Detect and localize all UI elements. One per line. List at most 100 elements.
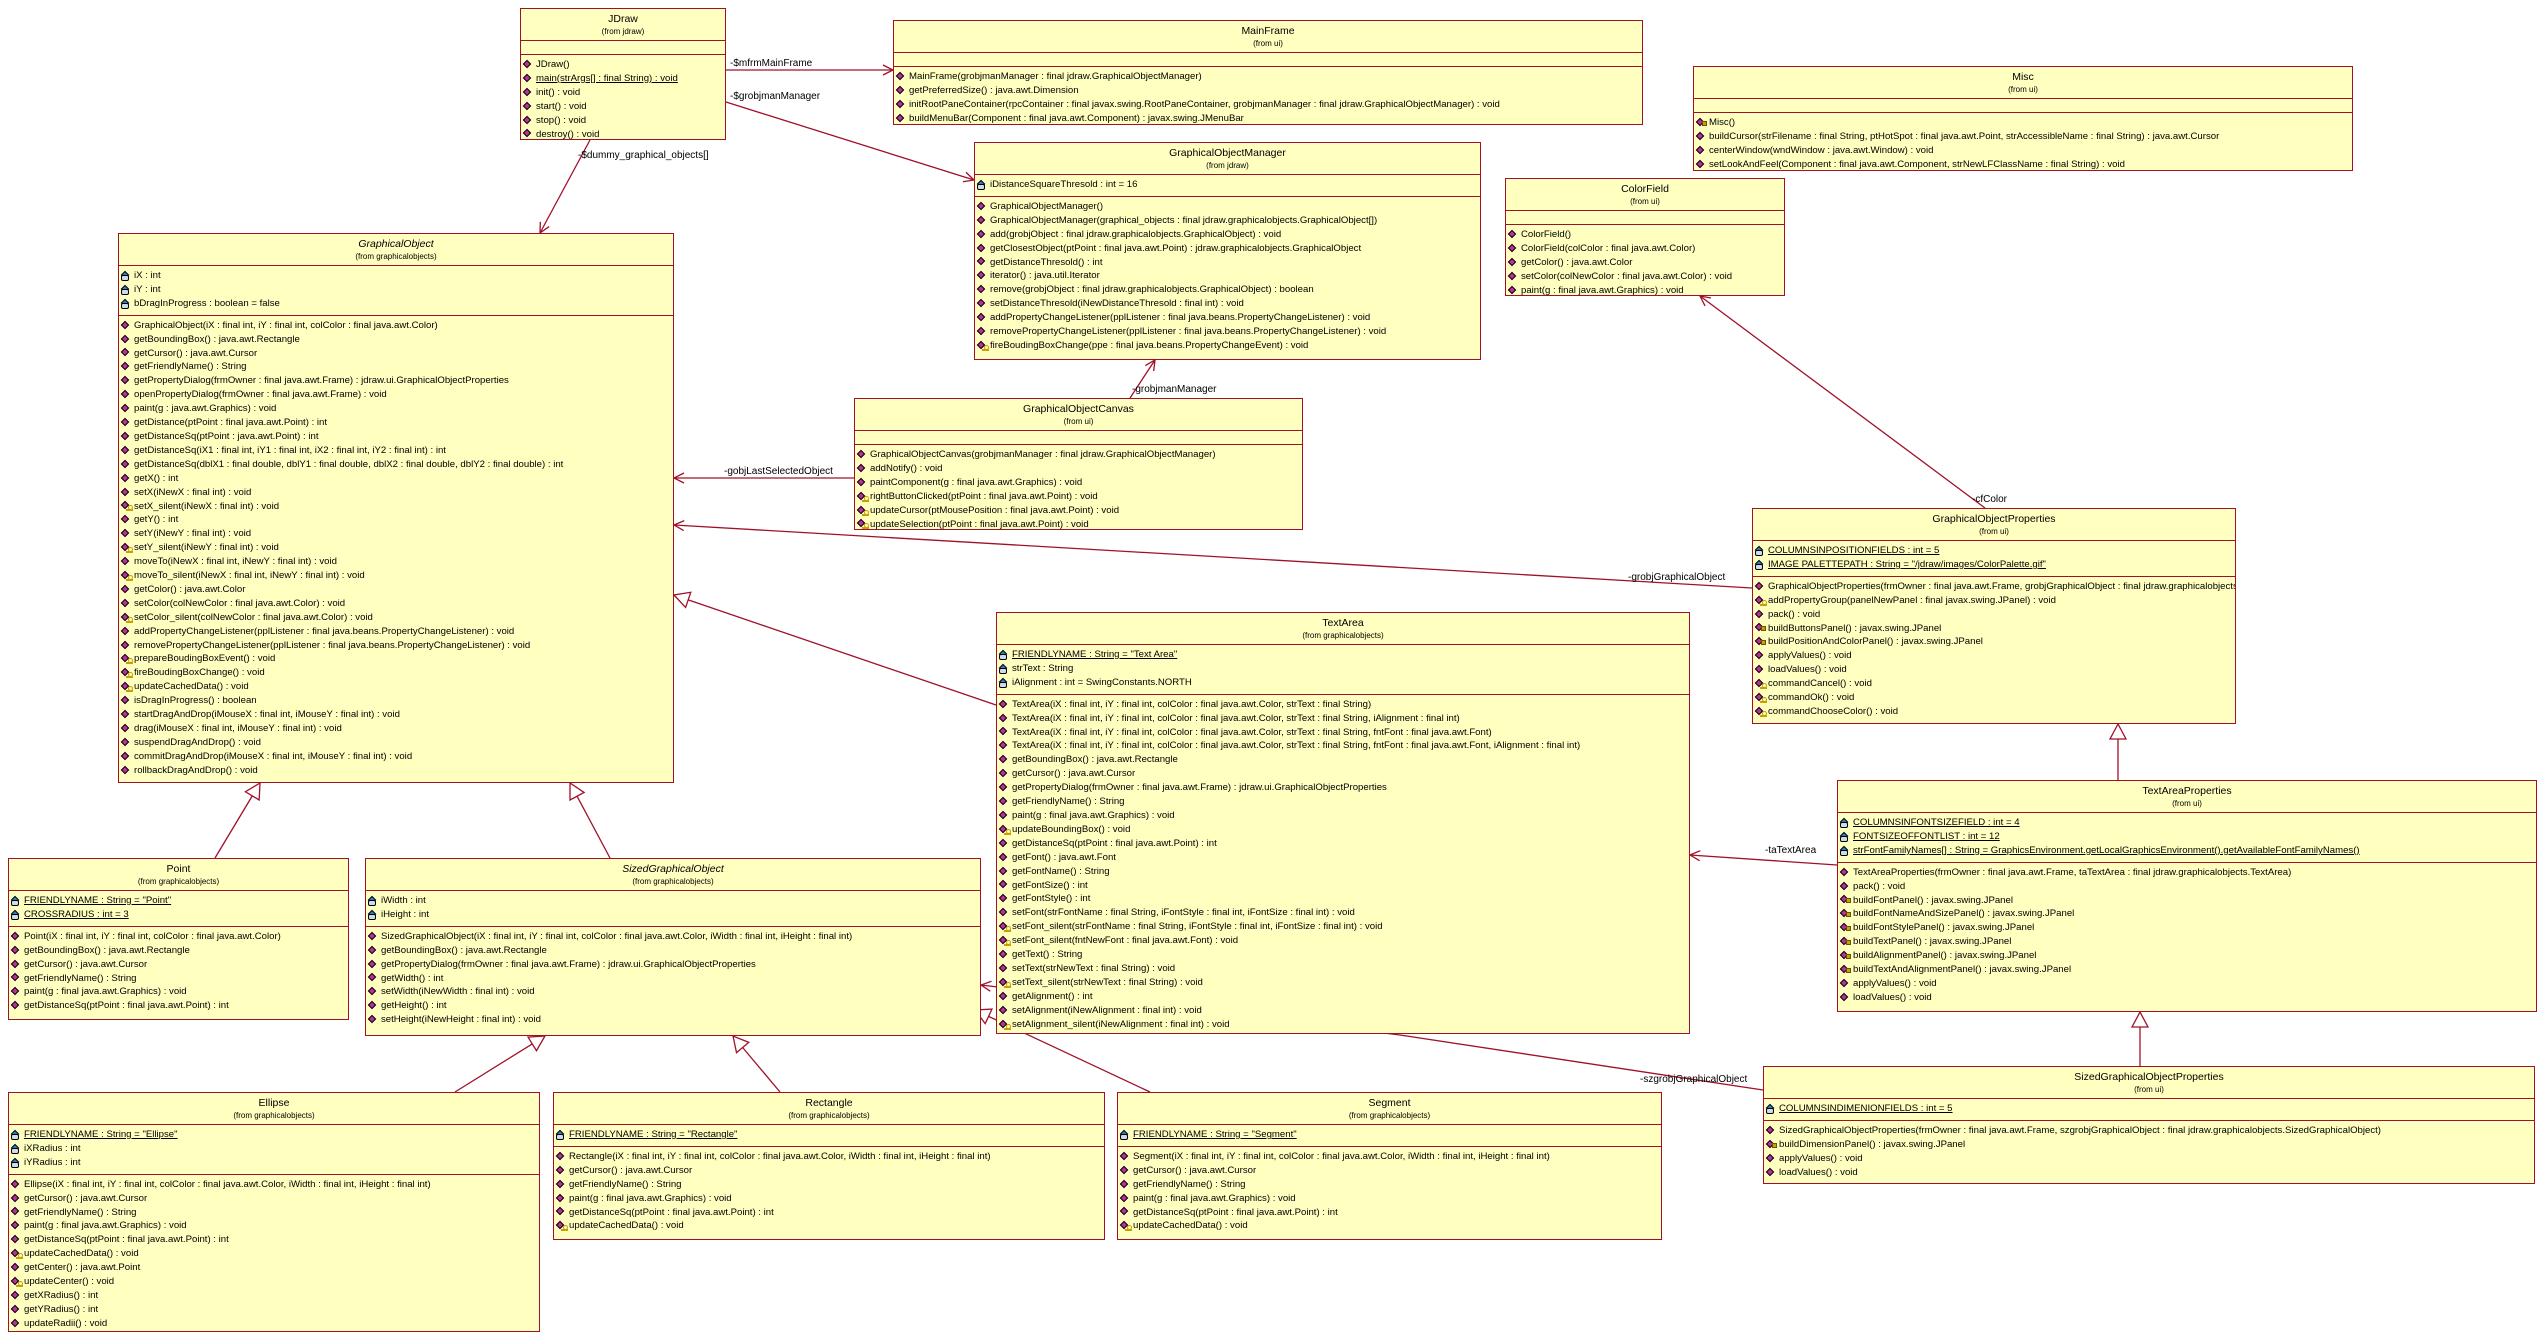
operation-row[interactable]: updateCursor(ptMousePosition : final jav…: [856, 504, 1300, 518]
operation-row[interactable]: fireBoudingBoxChange() : void: [120, 666, 671, 680]
class-color-field[interactable]: ColorField(from ui)ColorField()ColorFiel…: [1505, 178, 1785, 296]
operation-row[interactable]: getAlignment() : int: [998, 990, 1687, 1004]
operation-row[interactable]: GraphicalObjectManager(): [976, 200, 1478, 214]
operation-row[interactable]: openPropertyDialog(frmOwner : final java…: [120, 388, 671, 402]
operation-row[interactable]: getXRadius() : int: [10, 1289, 537, 1303]
operation-row[interactable]: getFriendlyName() : String: [555, 1178, 1102, 1192]
operation-row[interactable]: getDistanceSq(ptPoint : final java.awt.P…: [1119, 1206, 1659, 1220]
operation-row[interactable]: setY_silent(iNewY : final int) : void: [120, 541, 671, 555]
attribute-row[interactable]: FRIENDLYNAME : String = "Rectangle": [555, 1128, 1102, 1142]
operation-row[interactable]: getFriendlyName() : String: [1119, 1178, 1659, 1192]
operation-row[interactable]: TextAreaProperties(frmOwner : final java…: [1839, 866, 2534, 880]
class-rectangle[interactable]: Rectangle(from graphicalobjects)FRIENDLY…: [553, 1092, 1105, 1240]
operation-row[interactable]: applyValues() : void: [1839, 977, 2534, 991]
attribute-row[interactable]: iXRadius : int: [10, 1142, 537, 1156]
operation-row[interactable]: GraphicalObjectCanvas(grobjmanManager : …: [856, 448, 1300, 462]
operation-row[interactable]: updateCachedData() : void: [555, 1219, 1102, 1233]
operation-row[interactable]: SizedGraphicalObjectProperties(frmOwner …: [1765, 1124, 2532, 1138]
operation-row[interactable]: setColor(colNewColor : final java.awt.Co…: [1507, 270, 1782, 284]
attribute-row[interactable]: COLUMNSINFONTSIZEFIELD : int = 4: [1839, 816, 2534, 830]
operation-row[interactable]: setAlignment(iNewAlignment : final int) …: [998, 1004, 1687, 1018]
operation-row[interactable]: setX_silent(iNewX : final int) : void: [120, 500, 671, 514]
operation-row[interactable]: Ellipse(iX : final int, iY : final int, …: [10, 1178, 537, 1192]
operation-row[interactable]: Segment(iX : final int, iY : final int, …: [1119, 1150, 1659, 1164]
operation-row[interactable]: start() : void: [522, 100, 723, 114]
class-misc[interactable]: Misc(from ui)Misc()buildCursor(strFilena…: [1693, 66, 2353, 171]
attribute-row[interactable]: iWidth : int: [367, 894, 978, 908]
operation-row[interactable]: rightButtonClicked(ptPoint : final java.…: [856, 490, 1300, 504]
operation-row[interactable]: TextArea(iX : final int, iY : final int,…: [998, 739, 1687, 753]
operation-row[interactable]: getFriendlyName() : String: [10, 972, 346, 986]
operation-row[interactable]: getDistanceSq(dblX1 : final double, dblY…: [120, 458, 671, 472]
operation-row[interactable]: getDistanceSq(iX1 : final int, iY1 : fin…: [120, 444, 671, 458]
operation-row[interactable]: getFontName() : String: [998, 865, 1687, 879]
operation-row[interactable]: addPropertyChangeListener(pplListener : …: [976, 311, 1478, 325]
operation-row[interactable]: paint(g : java.awt.Graphics) : void: [120, 402, 671, 416]
operation-row[interactable]: getPropertyDialog(frmOwner : final java.…: [998, 781, 1687, 795]
operation-row[interactable]: buildFontStylePanel() : javax.swing.JPan…: [1839, 921, 2534, 935]
operation-row[interactable]: getDistanceSq(ptPoint : final java.awt.P…: [10, 999, 346, 1013]
operation-row[interactable]: GraphicalObject(iX : final int, iY : fin…: [120, 319, 671, 333]
operation-row[interactable]: buildMenuBar(Component : final java.awt.…: [895, 112, 1640, 124]
operation-row[interactable]: rollbackDragAndDrop() : void: [120, 764, 671, 778]
operation-row[interactable]: getDistanceThresold() : int: [976, 256, 1478, 270]
operation-row[interactable]: GraphicalObjectProperties(frmOwner : fin…: [1754, 580, 2235, 594]
operation-row[interactable]: getFontSize() : int: [998, 879, 1687, 893]
operation-row[interactable]: setHeight(iNewHeight : final int) : void: [367, 1013, 978, 1027]
operation-row[interactable]: pack() : void: [1839, 880, 2534, 894]
attribute-row[interactable]: strFontFamilyNames[] : String = Graphics…: [1839, 844, 2534, 858]
operation-row[interactable]: getCursor() : java.awt.Cursor: [10, 958, 346, 972]
operation-row[interactable]: getBoundingBox() : java.awt.Rectangle: [998, 753, 1687, 767]
operation-row[interactable]: getX() : int: [120, 472, 671, 486]
association-edge[interactable]: [1698, 295, 1986, 509]
operation-row[interactable]: getCursor() : java.awt.Cursor: [1119, 1164, 1659, 1178]
operation-row[interactable]: getBoundingBox() : java.awt.Rectangle: [367, 944, 978, 958]
operation-row[interactable]: getCursor() : java.awt.Cursor: [120, 347, 671, 361]
operation-row[interactable]: setText_silent(strNewText : final String…: [998, 976, 1687, 990]
class-sized-graphical-object-properties[interactable]: SizedGraphicalObjectProperties(from ui)C…: [1763, 1066, 2535, 1184]
attribute-row[interactable]: COLUMNSINDIMENIONFIELDS : int = 5: [1765, 1102, 2532, 1116]
operation-row[interactable]: fireBoudingBoxChange(ppe : final java.be…: [976, 339, 1478, 353]
operation-row[interactable]: centerWindow(wndWindow : java.awt.Window…: [1695, 144, 2350, 158]
class-sized-graphical-object[interactable]: SizedGraphicalObject(from graphicalobjec…: [365, 858, 981, 1036]
operation-row[interactable]: remove(grobjObject : final jdraw.graphic…: [976, 283, 1478, 297]
operation-row[interactable]: getText() : String: [998, 948, 1687, 962]
operation-row[interactable]: getDistanceSq(ptPoint : final java.awt.P…: [998, 837, 1687, 851]
operation-row[interactable]: setColor_silent(colNewColor : final java…: [120, 611, 671, 625]
operation-row[interactable]: commandCancel() : void: [1754, 677, 2233, 691]
operation-row[interactable]: getCursor() : java.awt.Cursor: [555, 1164, 1102, 1178]
operation-row[interactable]: iterator() : java.util.Iterator: [976, 269, 1478, 283]
attribute-row[interactable]: iDistanceSquareThresold : int = 16: [976, 178, 1478, 192]
attribute-row[interactable]: IMAGE PALETTEPATH : String = "/jdraw/ima…: [1754, 558, 2233, 572]
operation-row[interactable]: moveTo_silent(iNewX : final int, iNewY :…: [120, 569, 671, 583]
operation-row[interactable]: commandOk() : void: [1754, 691, 2233, 705]
operation-row[interactable]: SizedGraphicalObject(iX : final int, iY …: [367, 930, 978, 944]
operation-row[interactable]: initRootPaneContainer(rpcContainer : fin…: [895, 98, 1640, 112]
operation-row[interactable]: setWidth(iNewWidth : final int) : void: [367, 985, 978, 999]
class-graphical-object-manager[interactable]: GraphicalObjectManager(from jdraw)iDista…: [974, 142, 1481, 360]
operation-row[interactable]: buildTextPanel() : javax.swing.JPanel: [1839, 935, 2534, 949]
operation-row[interactable]: paint(g : final java.awt.Graphics) : voi…: [1507, 284, 1782, 295]
operation-row[interactable]: getDistanceSq(ptPoint : java.awt.Point) …: [120, 430, 671, 444]
operation-row[interactable]: getCenter() : java.awt.Point: [10, 1261, 537, 1275]
operation-row[interactable]: buildDimensionPanel() : javax.swing.JPan…: [1765, 1138, 2532, 1152]
operation-row[interactable]: JDraw(): [522, 58, 723, 72]
operation-row[interactable]: TextArea(iX : final int, iY : final int,…: [998, 698, 1687, 712]
association-edge[interactable]: [672, 519, 1753, 589]
operation-row[interactable]: setColor(colNewColor : final java.awt.Co…: [120, 597, 671, 611]
operation-row[interactable]: drag(iMouseX : final int, iMouseY : fina…: [120, 722, 671, 736]
operation-row[interactable]: stop() : void: [522, 114, 723, 128]
operation-row[interactable]: paint(g : final java.awt.Graphics) : voi…: [10, 1219, 537, 1233]
operation-row[interactable]: main(strArgs[] : final String) : void: [522, 72, 723, 86]
operation-row[interactable]: setAlignment_silent(iNewAlignment : fina…: [998, 1018, 1687, 1032]
operation-row[interactable]: TextArea(iX : final int, iY : final int,…: [998, 726, 1687, 740]
operation-row[interactable]: commandChooseColor() : void: [1754, 705, 2233, 719]
operation-row[interactable]: loadValues() : void: [1754, 663, 2233, 677]
class-ellipse[interactable]: Ellipse(from graphicalobjects)FRIENDLYNA…: [8, 1092, 540, 1332]
operation-row[interactable]: commitDragAndDrop(iMouseX : final int, i…: [120, 750, 671, 764]
attribute-row[interactable]: iYRadius : int: [10, 1156, 537, 1170]
operation-row[interactable]: Misc(): [1695, 116, 2350, 130]
operation-row[interactable]: getClosestObject(ptPoint : final java.aw…: [976, 242, 1478, 256]
operation-row[interactable]: paint(g : final java.awt.Graphics) : voi…: [10, 985, 346, 999]
operation-row[interactable]: getColor() : java.awt.Color: [1507, 256, 1782, 270]
